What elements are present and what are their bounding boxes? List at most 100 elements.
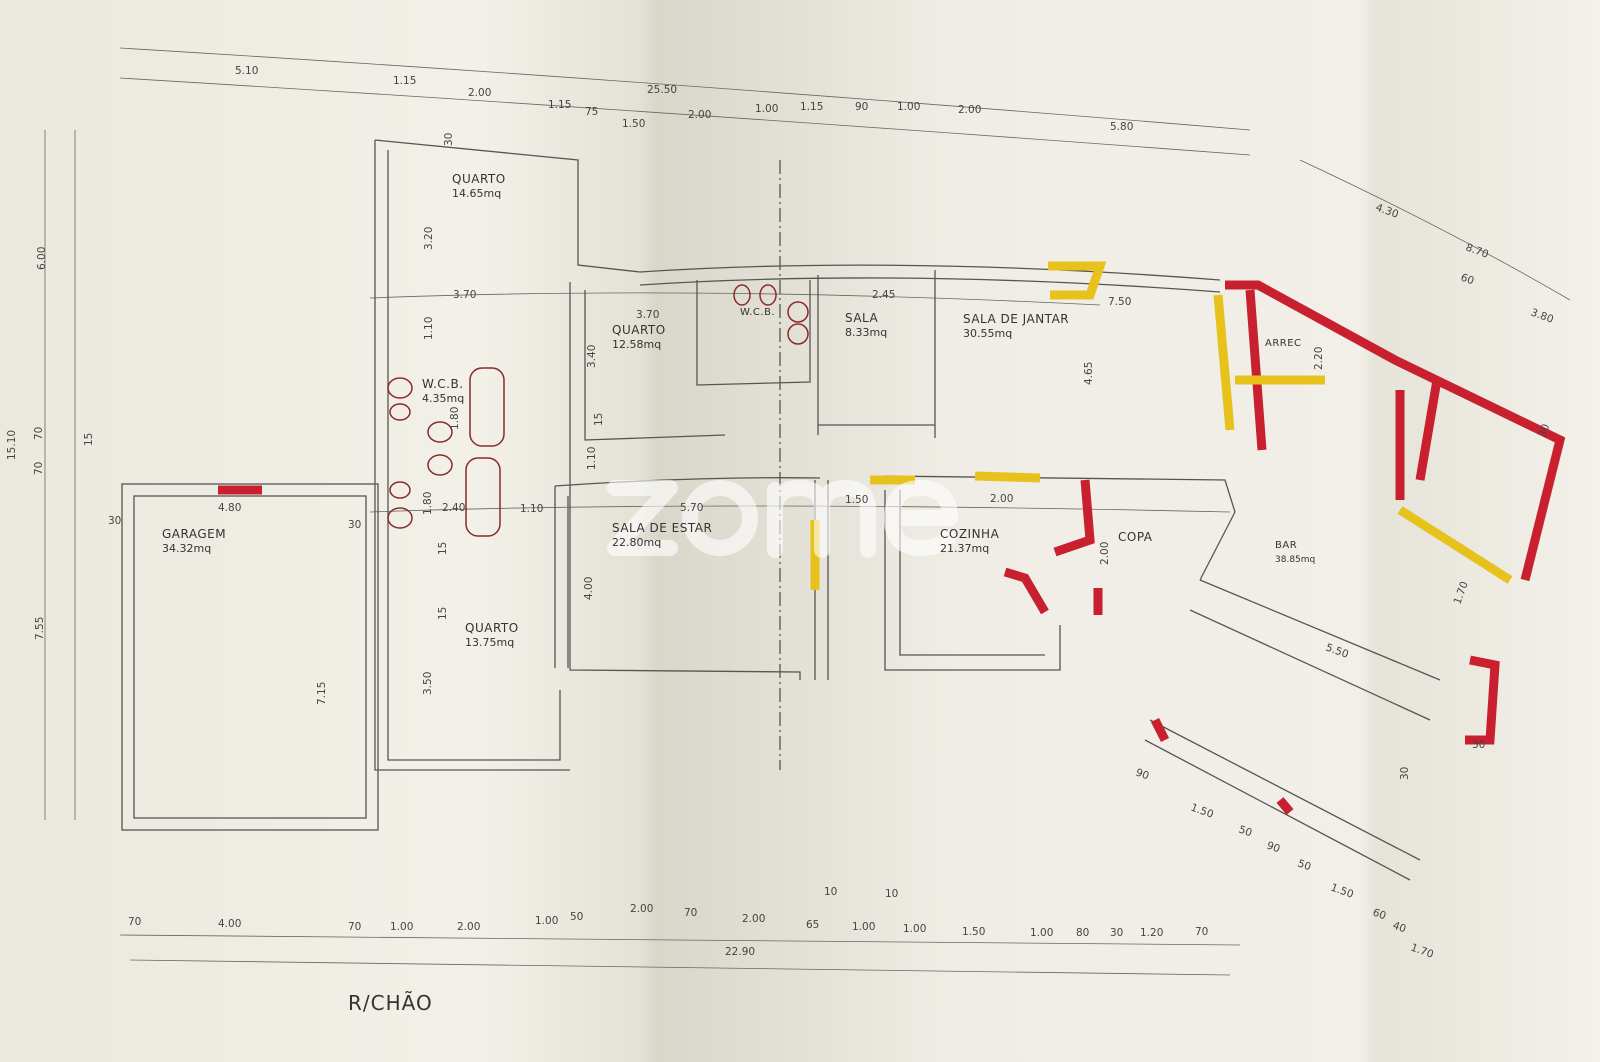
- room-name-arrec: ARREC: [1265, 338, 1302, 349]
- dimension-label-inner: 15: [437, 607, 449, 620]
- dimension-label-inner: 4.65: [1083, 362, 1095, 385]
- dimension-label-bottom: 70: [128, 916, 141, 928]
- dimension-label-bottom: 50: [570, 911, 583, 923]
- dimension-label-top: 1.15: [800, 101, 823, 113]
- dimension-label-right: 4.30: [1374, 202, 1400, 221]
- dimension-label-bottom: 10: [824, 886, 837, 898]
- dimension-label-inner: 3.70: [453, 289, 476, 301]
- room-area-sala: 8.33mq: [845, 326, 887, 339]
- dimension-label-inner: 90: [1134, 767, 1151, 783]
- dimension-label-inner: 4.00: [583, 577, 595, 600]
- room-area-wcb-1: 4.35mq: [422, 392, 464, 405]
- dimension-label-left: 15: [83, 433, 95, 446]
- dimension-label-right: 1.70: [1409, 942, 1435, 961]
- room-labels: QUARTO 14.65mq QUARTO 12.58mq W.C.B. 4.3…: [162, 172, 1315, 649]
- dimension-label-inner: 30: [1472, 739, 1485, 751]
- dimension-label-top: 2.00: [468, 87, 491, 99]
- floor-title: R/CHÃO: [348, 991, 433, 1015]
- dimension-label-inner: 30: [108, 515, 121, 527]
- room-name-quarto-3: QUARTO: [465, 621, 519, 635]
- room-name-quarto-1: QUARTO: [452, 172, 506, 186]
- dimension-label-inner: 1.50: [845, 494, 868, 506]
- dimension-label-bottom: 1.00: [852, 921, 875, 933]
- dimension-label-left: 7.55: [34, 617, 46, 640]
- room-name-cozinha: COZINHA: [940, 527, 1000, 541]
- dimension-label-bottom: 2.00: [457, 921, 480, 933]
- dimension-label-inner: 7.50: [1108, 296, 1131, 308]
- dimension-label-inner: 90: [1265, 840, 1282, 856]
- room-area-bar: 38.85mq: [1275, 555, 1315, 565]
- room-area-quarto-1: 14.65mq: [452, 187, 501, 200]
- dimension-label-right: 3.80: [1529, 307, 1555, 326]
- room-name-copa: COPA: [1118, 530, 1153, 544]
- room-name-wcb-1: W.C.B.: [422, 377, 464, 391]
- dimension-label-inner: 7.15: [316, 682, 328, 705]
- dimension-label-bottom: 1.00: [535, 915, 558, 927]
- room-name-wcb-2: W.C.B.: [740, 307, 775, 318]
- room-area-sala-de-jantar: 30.55mq: [963, 327, 1012, 340]
- dimension-label-top: 25.50: [647, 84, 677, 96]
- dimension-label-top: 5.10: [235, 65, 258, 77]
- dimension-label-inner: 4.80: [218, 502, 241, 514]
- dimension-label-inner: 2.00: [990, 493, 1013, 505]
- dimension-label-top: 90: [855, 101, 868, 113]
- dimension-label-inner: 2.20: [1313, 347, 1325, 370]
- dimension-label-inner: 60: [1371, 907, 1388, 923]
- room-name-sala: SALA: [845, 311, 879, 325]
- dimension-label-bottom: 22.90: [725, 946, 755, 958]
- dimension-label-inner: 3.40: [586, 345, 598, 368]
- room-area-quarto-3: 13.75mq: [465, 636, 514, 649]
- dimension-label-inner: 3.20: [423, 227, 435, 250]
- dimension-label-bottom: 1.20: [1140, 927, 1163, 939]
- dimension-label-left: 15.10: [6, 430, 18, 460]
- dimension-label-bottom: 80: [1076, 927, 1089, 939]
- watermark-logo: [607, 480, 958, 558]
- dimension-label-bottom: 65: [806, 919, 819, 931]
- dimension-label-inner: 2.40: [442, 502, 465, 514]
- dimension-label-bottom: 1.00: [390, 921, 413, 933]
- dimension-label-top: 5.80: [1110, 121, 1133, 133]
- dimension-label-inner: 1.10: [520, 503, 543, 515]
- dimension-label-inner: 1.80: [422, 492, 434, 515]
- room-name-sala-de-jantar: SALA DE JANTAR: [963, 312, 1069, 326]
- dimension-label-bottom: 70: [1195, 926, 1208, 938]
- dimension-label-bottom: 10: [885, 888, 898, 900]
- room-area-cozinha: 21.37mq: [940, 542, 989, 555]
- room-name-quarto-2: QUARTO: [612, 323, 666, 337]
- dimension-label-right: 8.70: [1464, 242, 1490, 261]
- dimension-label-top: 1.00: [755, 103, 778, 115]
- dimension-lines: [44, 47, 1571, 976]
- dimension-label-inner: 2.00: [1099, 542, 1111, 565]
- dimension-label-inner: 2.45: [872, 289, 895, 301]
- dimension-label-inner: 1.50: [1189, 802, 1215, 821]
- dimension-label-inner: 5.70: [680, 502, 703, 514]
- dimension-label-top: 1.15: [548, 99, 571, 111]
- dimension-label-bottom: 30: [1110, 927, 1123, 939]
- dimension-label-bottom: 2.00: [630, 903, 653, 915]
- dimension-label-inner: 1.80: [449, 407, 461, 430]
- room-name-bar: BAR: [1275, 540, 1297, 551]
- dimension-label-inner: 50: [1296, 858, 1313, 874]
- dimension-label-inner: 50: [1237, 824, 1254, 840]
- dimension-label-bottom: 2.00: [742, 913, 765, 925]
- dimension-label-right: 30: [1537, 422, 1553, 439]
- room-area-garagem: 34.32mq: [162, 542, 211, 555]
- dimension-label-inner: 3.50: [422, 672, 434, 695]
- dimension-label-inner: 1.70: [1452, 580, 1471, 606]
- dimension-label-top: 1.15: [393, 75, 416, 87]
- dimension-label-top: 1.00: [897, 101, 920, 113]
- room-area-quarto-2: 12.58mq: [612, 338, 661, 351]
- dimension-label-bottom: 4.00: [218, 918, 241, 930]
- dimension-label-inner: 1.10: [423, 317, 435, 340]
- walls: [121, 139, 1441, 881]
- new-walls-red: [218, 280, 1566, 815]
- dimension-label-right: 60: [1459, 272, 1476, 288]
- dimension-label-bottom: 1.50: [962, 926, 985, 938]
- room-name-garagem: GARAGEM: [162, 527, 226, 541]
- dimension-label-left: 70: [33, 427, 45, 440]
- room-name-sala-de-estar: SALA DE ESTAR: [612, 521, 712, 535]
- dimension-label-left: 70: [33, 462, 45, 475]
